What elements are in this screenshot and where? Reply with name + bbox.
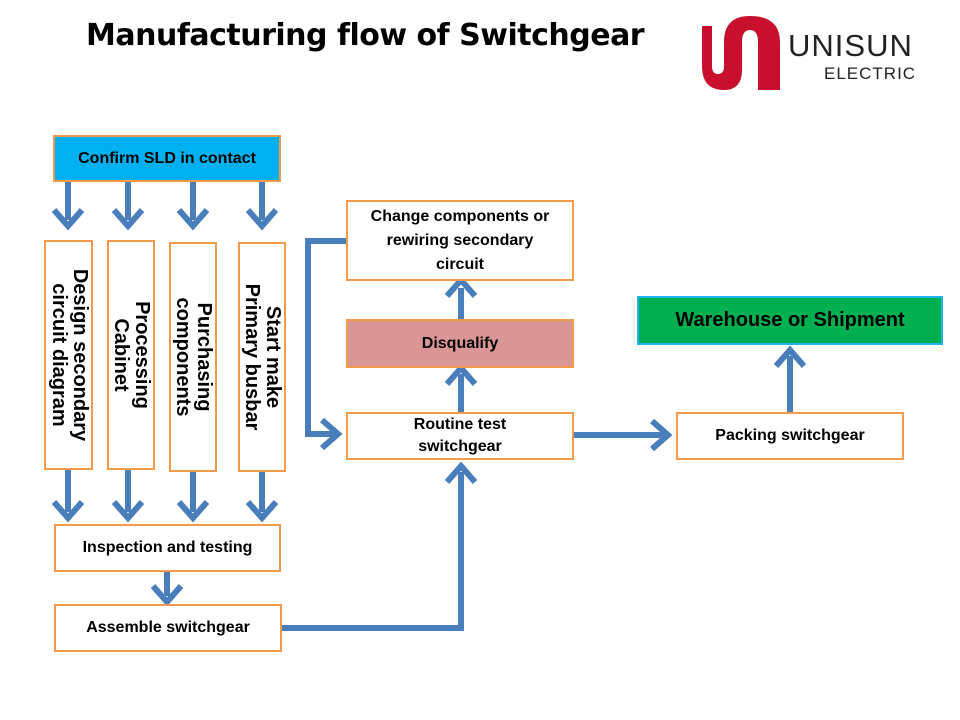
node-assemble-switchgear: Assemble switchgear	[54, 604, 282, 652]
node-routine-line2: switchgear	[418, 438, 502, 455]
node-change-components: Change components or rewiring secondary …	[346, 200, 574, 281]
arrow-change-to-routine	[305, 238, 348, 451]
logo-subtitle: ELECTRIC	[824, 64, 917, 83]
node-design-line2: circuit diagram	[47, 283, 70, 427]
arrow-assemble-to-routine	[282, 461, 478, 631]
node-disqualify-label: Disqualify	[421, 334, 499, 352]
arrow-packing-to-warehouse	[773, 345, 807, 412]
node-warehouse-label: Warehouse or Shipment	[675, 309, 905, 331]
node-confirm-sld-label: Confirm SLD in contact	[78, 149, 256, 167]
logo-wordmark: UNISUN	[788, 28, 913, 63]
arrow-purchasing-to-inspection	[176, 470, 210, 523]
arrow-design-to-inspection	[51, 470, 85, 523]
unisun-logo-mark-icon	[702, 16, 780, 90]
node-assemble-label: Assemble switchgear	[86, 619, 250, 637]
node-design-secondary: Design secondary circuit diagram	[44, 240, 93, 470]
arrow-confirm-to-design	[51, 182, 85, 231]
arrow-inspection-to-assemble	[150, 572, 184, 607]
node-routine-line1: Routine test	[413, 415, 507, 433]
node-busbar-line1: Start make	[262, 305, 284, 409]
arrow-disqualify-to-change	[444, 275, 478, 320]
node-processing-cabinet: Processing Cabinet	[107, 240, 155, 470]
arrow-processing-to-inspection	[111, 470, 145, 523]
node-change-line3: circuit	[435, 255, 484, 273]
node-change-line2: rewiring secondary	[386, 231, 534, 249]
node-packing-label: Packing switchgear	[715, 427, 865, 445]
arrow-confirm-to-busbar	[245, 182, 279, 231]
node-purchasing-line2: components	[172, 297, 194, 417]
node-busbar-line2: Primary busbar	[241, 283, 263, 431]
node-confirm-sld: Confirm SLD in contact	[53, 135, 281, 182]
node-primary-busbar: Start make Primary busbar	[238, 242, 286, 472]
node-disqualify: Disqualify	[346, 319, 574, 368]
node-packing-switchgear: Packing switchgear	[676, 412, 904, 460]
arrow-confirm-to-processing	[111, 182, 145, 231]
unisun-logo: UNISUN ELECTRIC	[696, 14, 936, 94]
node-change-line1: Change components or	[370, 207, 550, 225]
node-purchasing-line1: Purchasing	[193, 302, 215, 412]
node-routine-test: Routine test switchgear	[346, 412, 574, 460]
node-warehouse-shipment: Warehouse or Shipment	[637, 296, 943, 345]
node-inspection-label: Inspection and testing	[82, 539, 253, 557]
node-purchasing-components: Purchasing components	[169, 242, 217, 472]
node-processing-line1: Processing	[131, 301, 153, 409]
node-processing-line2: Cabinet	[110, 318, 132, 392]
arrow-routine-to-disqualify	[444, 363, 478, 412]
page-title: Manufacturing flow of Switchgear	[86, 18, 645, 53]
arrow-routine-to-packing	[573, 418, 673, 452]
node-design-line1: Design secondary	[68, 268, 91, 442]
arrow-busbar-to-inspection	[245, 470, 279, 523]
node-inspection-testing: Inspection and testing	[54, 524, 281, 572]
arrow-confirm-to-purchasing	[176, 182, 210, 231]
